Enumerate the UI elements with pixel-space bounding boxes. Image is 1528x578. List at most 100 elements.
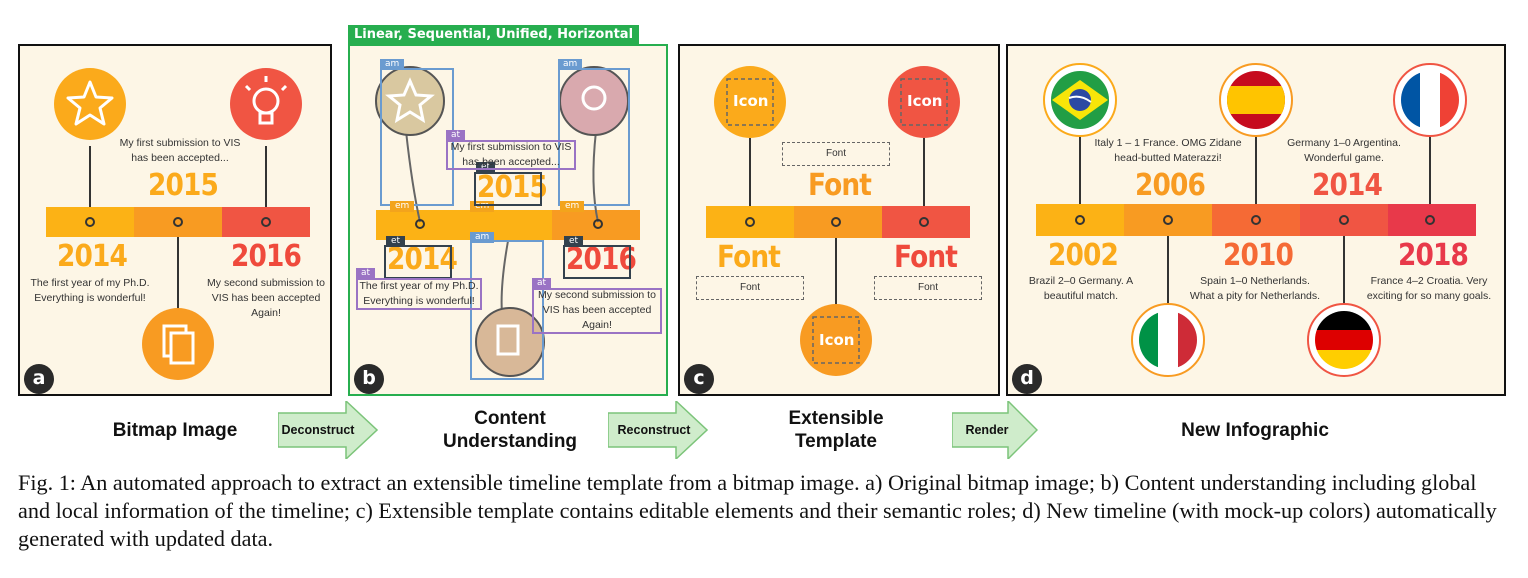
- timeline-segment: [794, 206, 882, 238]
- tag-et: et: [564, 236, 584, 247]
- text-box-et: [384, 245, 452, 279]
- arrow-deconstruct: Deconstruct: [277, 399, 379, 461]
- timeline-segment: [1036, 204, 1124, 236]
- panel-c-graphics: [706, 66, 970, 376]
- icon-placeholder: [714, 66, 786, 138]
- panel-d-graphics: [1036, 63, 1476, 377]
- timeline-segment: [706, 206, 794, 238]
- tag-am: am: [558, 59, 583, 70]
- figure-caption: Fig. 1: An automated approach to extract…: [18, 470, 1497, 551]
- font-placeholder: Font: [782, 142, 890, 166]
- event-text-2014: The first year of my Ph.D. Everything is…: [30, 277, 150, 304]
- year-2016: 2016: [231, 239, 302, 274]
- font-year-placeholder: Font: [717, 240, 781, 275]
- icon-placeholder: [888, 66, 960, 138]
- panel-a-bitmap-image: 2015 2014 2016 My first submission to VI…: [18, 44, 332, 396]
- event-text-2014: Germany 1–0 Argentina. Wonderful game.: [1287, 137, 1401, 164]
- label-new-infographic: New Infographic: [1181, 420, 1329, 441]
- year-2015: 2015: [477, 170, 548, 205]
- star-icon: [54, 68, 126, 140]
- event-text-2014: The first year of my Ph.D. Everything is…: [359, 280, 479, 307]
- tag-em: em: [470, 201, 495, 212]
- arrow-label: Render: [965, 423, 1009, 437]
- mark-box: [558, 68, 630, 206]
- right-arrow-icon: [277, 399, 379, 461]
- event-text-2016: My second submission to VIS has been acc…: [207, 277, 325, 319]
- event-text-2015: My first submission to VIS has been acce…: [450, 141, 572, 168]
- arrow-label: Deconstruct: [281, 423, 355, 437]
- year-2014: 2014: [57, 239, 128, 274]
- france-flag-icon: [1393, 63, 1467, 137]
- text-box-at: [356, 278, 482, 310]
- event-text-2016: My second submission to VIS has been acc…: [538, 289, 656, 331]
- event-text-2002: Brazil 2–0 Germany. A beautiful match.: [1028, 275, 1134, 302]
- arrow-label: Reconstruct: [617, 423, 691, 437]
- timeline-segment: [1124, 204, 1212, 236]
- tag-at: at: [356, 268, 376, 279]
- timeline-segment: [1300, 204, 1388, 236]
- tag-em: em: [560, 201, 585, 212]
- panel-d-new-infographic: Italy 1 – 1 France. OMG Zidane head-butt…: [1006, 44, 1506, 396]
- arrow-reconstruct: Reconstruct: [607, 399, 709, 461]
- mark-box: [470, 240, 544, 380]
- year-2016: 2016: [566, 242, 637, 277]
- timeline-segment: [134, 207, 222, 237]
- document-icon: [142, 308, 214, 380]
- tag-am: am: [470, 232, 495, 243]
- germany-flag-icon: [1307, 303, 1381, 377]
- year-2010: 2010: [1223, 238, 1294, 273]
- right-arrow-icon: [607, 399, 709, 461]
- font-year-placeholder: Font: [894, 240, 958, 275]
- event-text-2006: Italy 1 – 1 France. OMG Zidane head-butt…: [1094, 137, 1242, 164]
- timeline-segment: [222, 207, 310, 237]
- arrow-render: Render: [951, 399, 1039, 461]
- mark-box: [380, 68, 454, 206]
- timeline-segment: [1212, 204, 1300, 236]
- tag-et: et: [386, 236, 406, 247]
- timeline-segment: [1388, 204, 1476, 236]
- text-box-et: [474, 172, 542, 206]
- label-extensible-template: Extensible Template: [788, 408, 884, 452]
- year-2015: 2015: [148, 168, 219, 203]
- event-text-2010: Spain 1–0 Netherlands. What a pity for N…: [1189, 275, 1321, 302]
- text-box-at: [446, 140, 576, 170]
- star-icon: [375, 66, 445, 136]
- year-2014: 2014: [1312, 168, 1383, 203]
- tag-em: em: [390, 201, 415, 212]
- font-placeholder: Font: [696, 276, 804, 300]
- tag-am: am: [380, 59, 405, 70]
- panel-badge: b: [354, 364, 384, 394]
- event-text-2018: France 4–2 Croatia. Very exciting for so…: [1366, 275, 1492, 302]
- tag-et: et: [476, 162, 496, 173]
- text-box-at: [532, 288, 662, 334]
- panel-badge: d: [1012, 364, 1042, 394]
- icon-placeholder: [800, 304, 872, 376]
- year-2018: 2018: [1398, 238, 1469, 273]
- spain-flag-icon: [1219, 63, 1293, 137]
- icon-label: Icon: [733, 92, 769, 110]
- label-bitmap-image: Bitmap Image: [112, 420, 238, 441]
- panel-badge: a: [24, 364, 54, 394]
- lightbulb-icon: [230, 68, 302, 140]
- panel-badge: c: [684, 364, 714, 394]
- timeline-segment: [46, 207, 134, 237]
- tag-at: at: [532, 278, 552, 289]
- icon-label: Icon: [907, 92, 943, 110]
- timeline-segment: [376, 210, 464, 240]
- italy-flag-icon: [1131, 303, 1205, 377]
- label-content-understanding: Content Understanding: [442, 408, 578, 452]
- panel-b-banner: Linear, Sequential, Unified, Horizontal: [348, 25, 639, 44]
- panel-b-graphics: [375, 66, 640, 377]
- year-2014: 2014: [387, 242, 458, 277]
- event-text-2015: My first submission to VIS has been acce…: [119, 137, 241, 164]
- text-box-et: [563, 245, 631, 279]
- year-2002: 2002: [1048, 238, 1119, 273]
- timeline-segment: [882, 206, 970, 238]
- icon-label: Icon: [819, 331, 855, 349]
- tag-at: at: [446, 130, 466, 141]
- right-arrow-icon: [951, 399, 1039, 461]
- brazil-flag-icon: [1043, 63, 1117, 137]
- panel-c-extensible-template: Icon Icon Icon Font Font Font Font Font …: [678, 44, 1000, 396]
- year-2006: 2006: [1135, 168, 1206, 203]
- document-icon: [475, 307, 545, 377]
